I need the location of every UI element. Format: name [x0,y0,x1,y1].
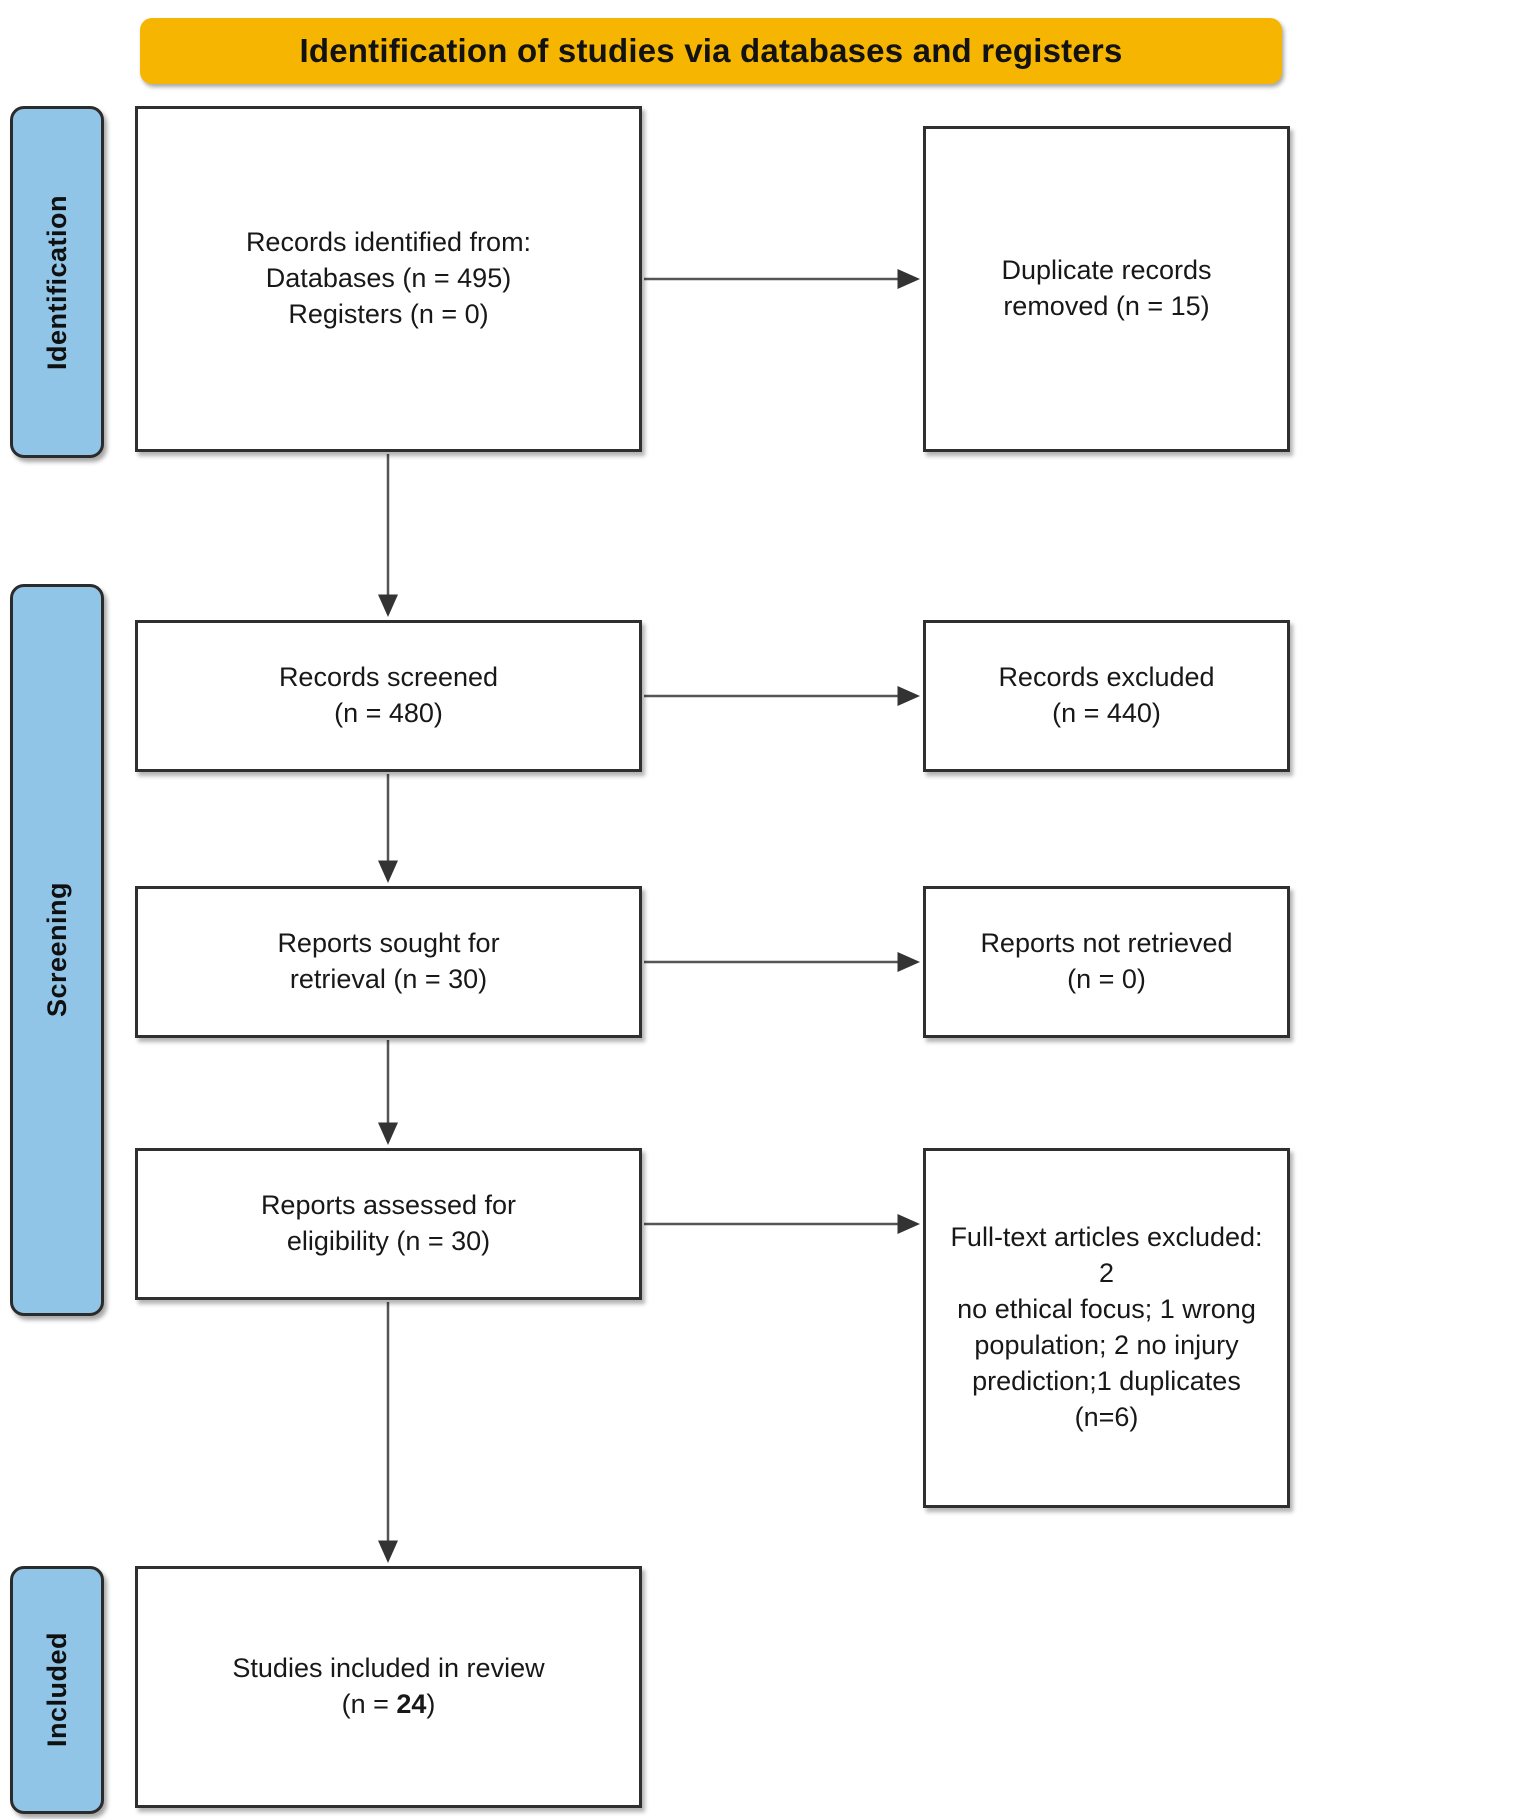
box-reports-sought: Reports sought for retrieval (n = 30) [135,886,642,1038]
stage-bar-included: Included [10,1566,104,1814]
box-records-identified: Records identified from: Databases (n = … [135,106,642,452]
box-studies-included-prefix: Studies included in review (n = [232,1653,545,1719]
stage-label-screening: Screening [41,882,72,1018]
diagram-title: Identification of studies via databases … [299,32,1123,69]
stage-bar-screening: Screening [10,584,104,1316]
box-reports-assessed-text: Reports assessed for eligibility (n = 30… [260,1190,517,1256]
box-records-identified-text: Records identified from: Databases (n = … [245,227,532,329]
box-studies-included: Studies included in review (n = 24) [135,1566,642,1808]
stage-label-identification: Identification [41,194,72,370]
box-fulltext-articles-excluded-text: Full-text articles excluded: 2 no ethica… [950,1222,1263,1432]
box-records-screened-text: Records screened (n = 480) [278,662,499,728]
box-reports-not-retrieved-text: Reports not retrieved (n = 0) [980,928,1233,994]
box-records-excluded: Records excluded (n = 440) [923,620,1290,772]
box-reports-sought-text: Reports sought for retrieval (n = 30) [277,928,500,994]
box-records-excluded-text: Records excluded (n = 440) [998,662,1215,728]
box-studies-included-text: Studies included in review (n = 24) [218,1651,558,1723]
stage-label-included: Included [41,1632,72,1748]
box-studies-included-suffix: ) [426,1689,436,1719]
box-reports-not-retrieved: Reports not retrieved (n = 0) [923,886,1290,1038]
diagram-header-banner: Identification of studies via databases … [140,18,1282,84]
box-fulltext-articles-excluded: Full-text articles excluded: 2 no ethica… [923,1148,1290,1508]
box-duplicate-records-removed-text: Duplicate records removed (n = 15) [1001,255,1212,321]
box-reports-assessed: Reports assessed for eligibility (n = 30… [135,1148,642,1300]
box-studies-included-count: 24 [396,1689,427,1719]
stage-bar-identification: Identification [10,106,104,458]
box-records-screened: Records screened (n = 480) [135,620,642,772]
box-duplicate-records-removed: Duplicate records removed (n = 15) [923,126,1290,452]
